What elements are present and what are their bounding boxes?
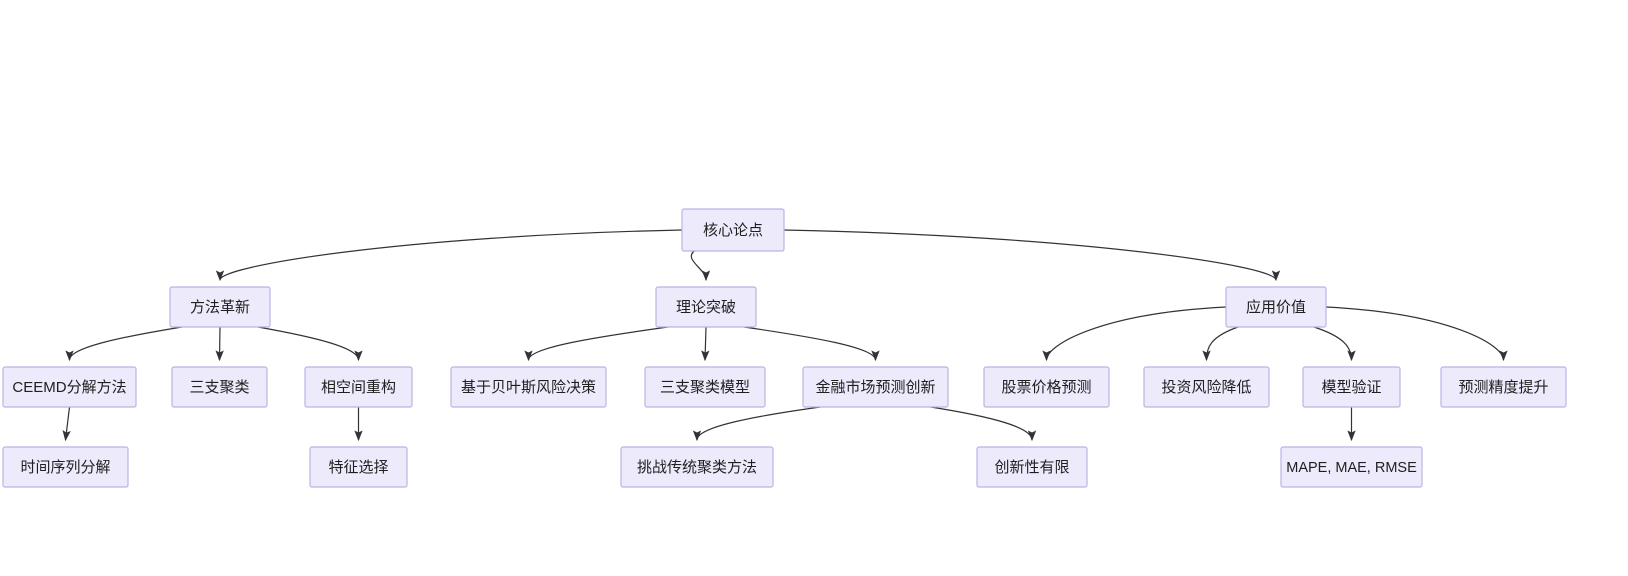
flow-node-box-ceemd[interactable]	[2, 366, 137, 408]
flow-node-limited[interactable]: 创新性有限	[976, 446, 1088, 488]
flow-node-tsdecomp[interactable]: 时间序列分解	[2, 446, 129, 488]
flow-node-box-theory[interactable]	[655, 286, 757, 328]
flow-node-box-metrics[interactable]	[1280, 446, 1423, 488]
nodes-layer: 核心论点方法革新 理论突破 应用价值 CEEMD分解方法三支聚类相空间重构基于贝叶斯风…	[2, 208, 1567, 488]
flow-edge-theory-to-bayes	[524, 326, 669, 362]
flow-node-box-limited[interactable]	[976, 446, 1088, 488]
flow-edge-theory-to-twmodel	[701, 326, 710, 362]
flow-edge-ceemd-to-tsdecomp	[62, 406, 71, 442]
flow-node-phasespace[interactable]: 相空间重构	[304, 366, 413, 408]
flow-node-threeway[interactable]: 三支聚类	[171, 366, 268, 408]
flow-node-box-bayes[interactable]	[450, 366, 607, 408]
flow-node-bayes[interactable]: 基于贝叶斯风险决策	[450, 366, 607, 408]
flow-edge-root-to-application	[783, 229, 1281, 282]
flow-node-box-stockpred[interactable]	[983, 366, 1110, 408]
flow-edge-application-to-stockpred	[1042, 306, 1227, 362]
flow-node-box-phasespace[interactable]	[304, 366, 413, 408]
flow-edge-theory-to-fininnov	[743, 326, 880, 362]
flow-node-metrics[interactable]: MAPE, MAE, RMSE	[1280, 446, 1423, 488]
flow-edge-application-to-accuracy	[1325, 306, 1508, 362]
flow-node-theory[interactable]: 理论突破	[655, 286, 757, 328]
flow-node-application[interactable]: 应用价值	[1225, 286, 1327, 328]
flow-edge-application-to-riskdown	[1202, 326, 1239, 362]
flow-node-box-accuracy[interactable]	[1440, 366, 1567, 408]
flow-node-box-method[interactable]	[169, 286, 271, 328]
flow-edge-root-to-theory	[690, 250, 711, 282]
flow-node-twmodel[interactable]: 三支聚类模型	[644, 366, 766, 408]
flow-node-method[interactable]: 方法革新	[169, 286, 271, 328]
flow-node-box-threeway[interactable]	[171, 366, 268, 408]
flow-edge-root-to-method	[215, 229, 683, 282]
flow-node-box-root[interactable]	[681, 208, 785, 252]
edges-layer	[62, 229, 1508, 442]
flow-node-accuracy[interactable]: 预测精度提升	[1440, 366, 1567, 408]
flow-node-featsel[interactable]: 特征选择	[309, 446, 408, 488]
flow-edge-fininnov-to-challenge	[692, 406, 821, 442]
flow-node-box-fininnov[interactable]	[802, 366, 949, 408]
flow-edge-application-to-validate	[1313, 326, 1356, 362]
flow-node-fininnov[interactable]: 金融市场预测创新	[802, 366, 949, 408]
flow-node-validate[interactable]: 模型验证	[1302, 366, 1401, 408]
flow-node-stockpred[interactable]: 股票价格预测	[983, 366, 1110, 408]
flow-edge-method-to-ceemd	[65, 326, 183, 362]
flow-node-box-application[interactable]	[1225, 286, 1327, 328]
flow-node-riskdown[interactable]: 投资风险降低	[1143, 366, 1270, 408]
flow-node-box-challenge[interactable]	[620, 446, 774, 488]
flow-node-box-twmodel[interactable]	[644, 366, 766, 408]
flow-node-box-featsel[interactable]	[309, 446, 408, 488]
flow-node-challenge[interactable]: 挑战传统聚类方法	[620, 446, 774, 488]
flow-edge-method-to-phasespace	[257, 326, 363, 362]
flow-node-root[interactable]: 核心论点	[681, 208, 785, 252]
flow-edge-fininnov-to-limited	[930, 406, 1037, 442]
flow-edge-method-to-threeway	[215, 326, 224, 362]
flow-node-box-validate[interactable]	[1302, 366, 1401, 408]
flow-node-box-riskdown[interactable]	[1143, 366, 1270, 408]
flow-node-box-tsdecomp[interactable]	[2, 446, 129, 488]
flow-node-ceemd[interactable]: CEEMD分解方法	[2, 366, 137, 408]
